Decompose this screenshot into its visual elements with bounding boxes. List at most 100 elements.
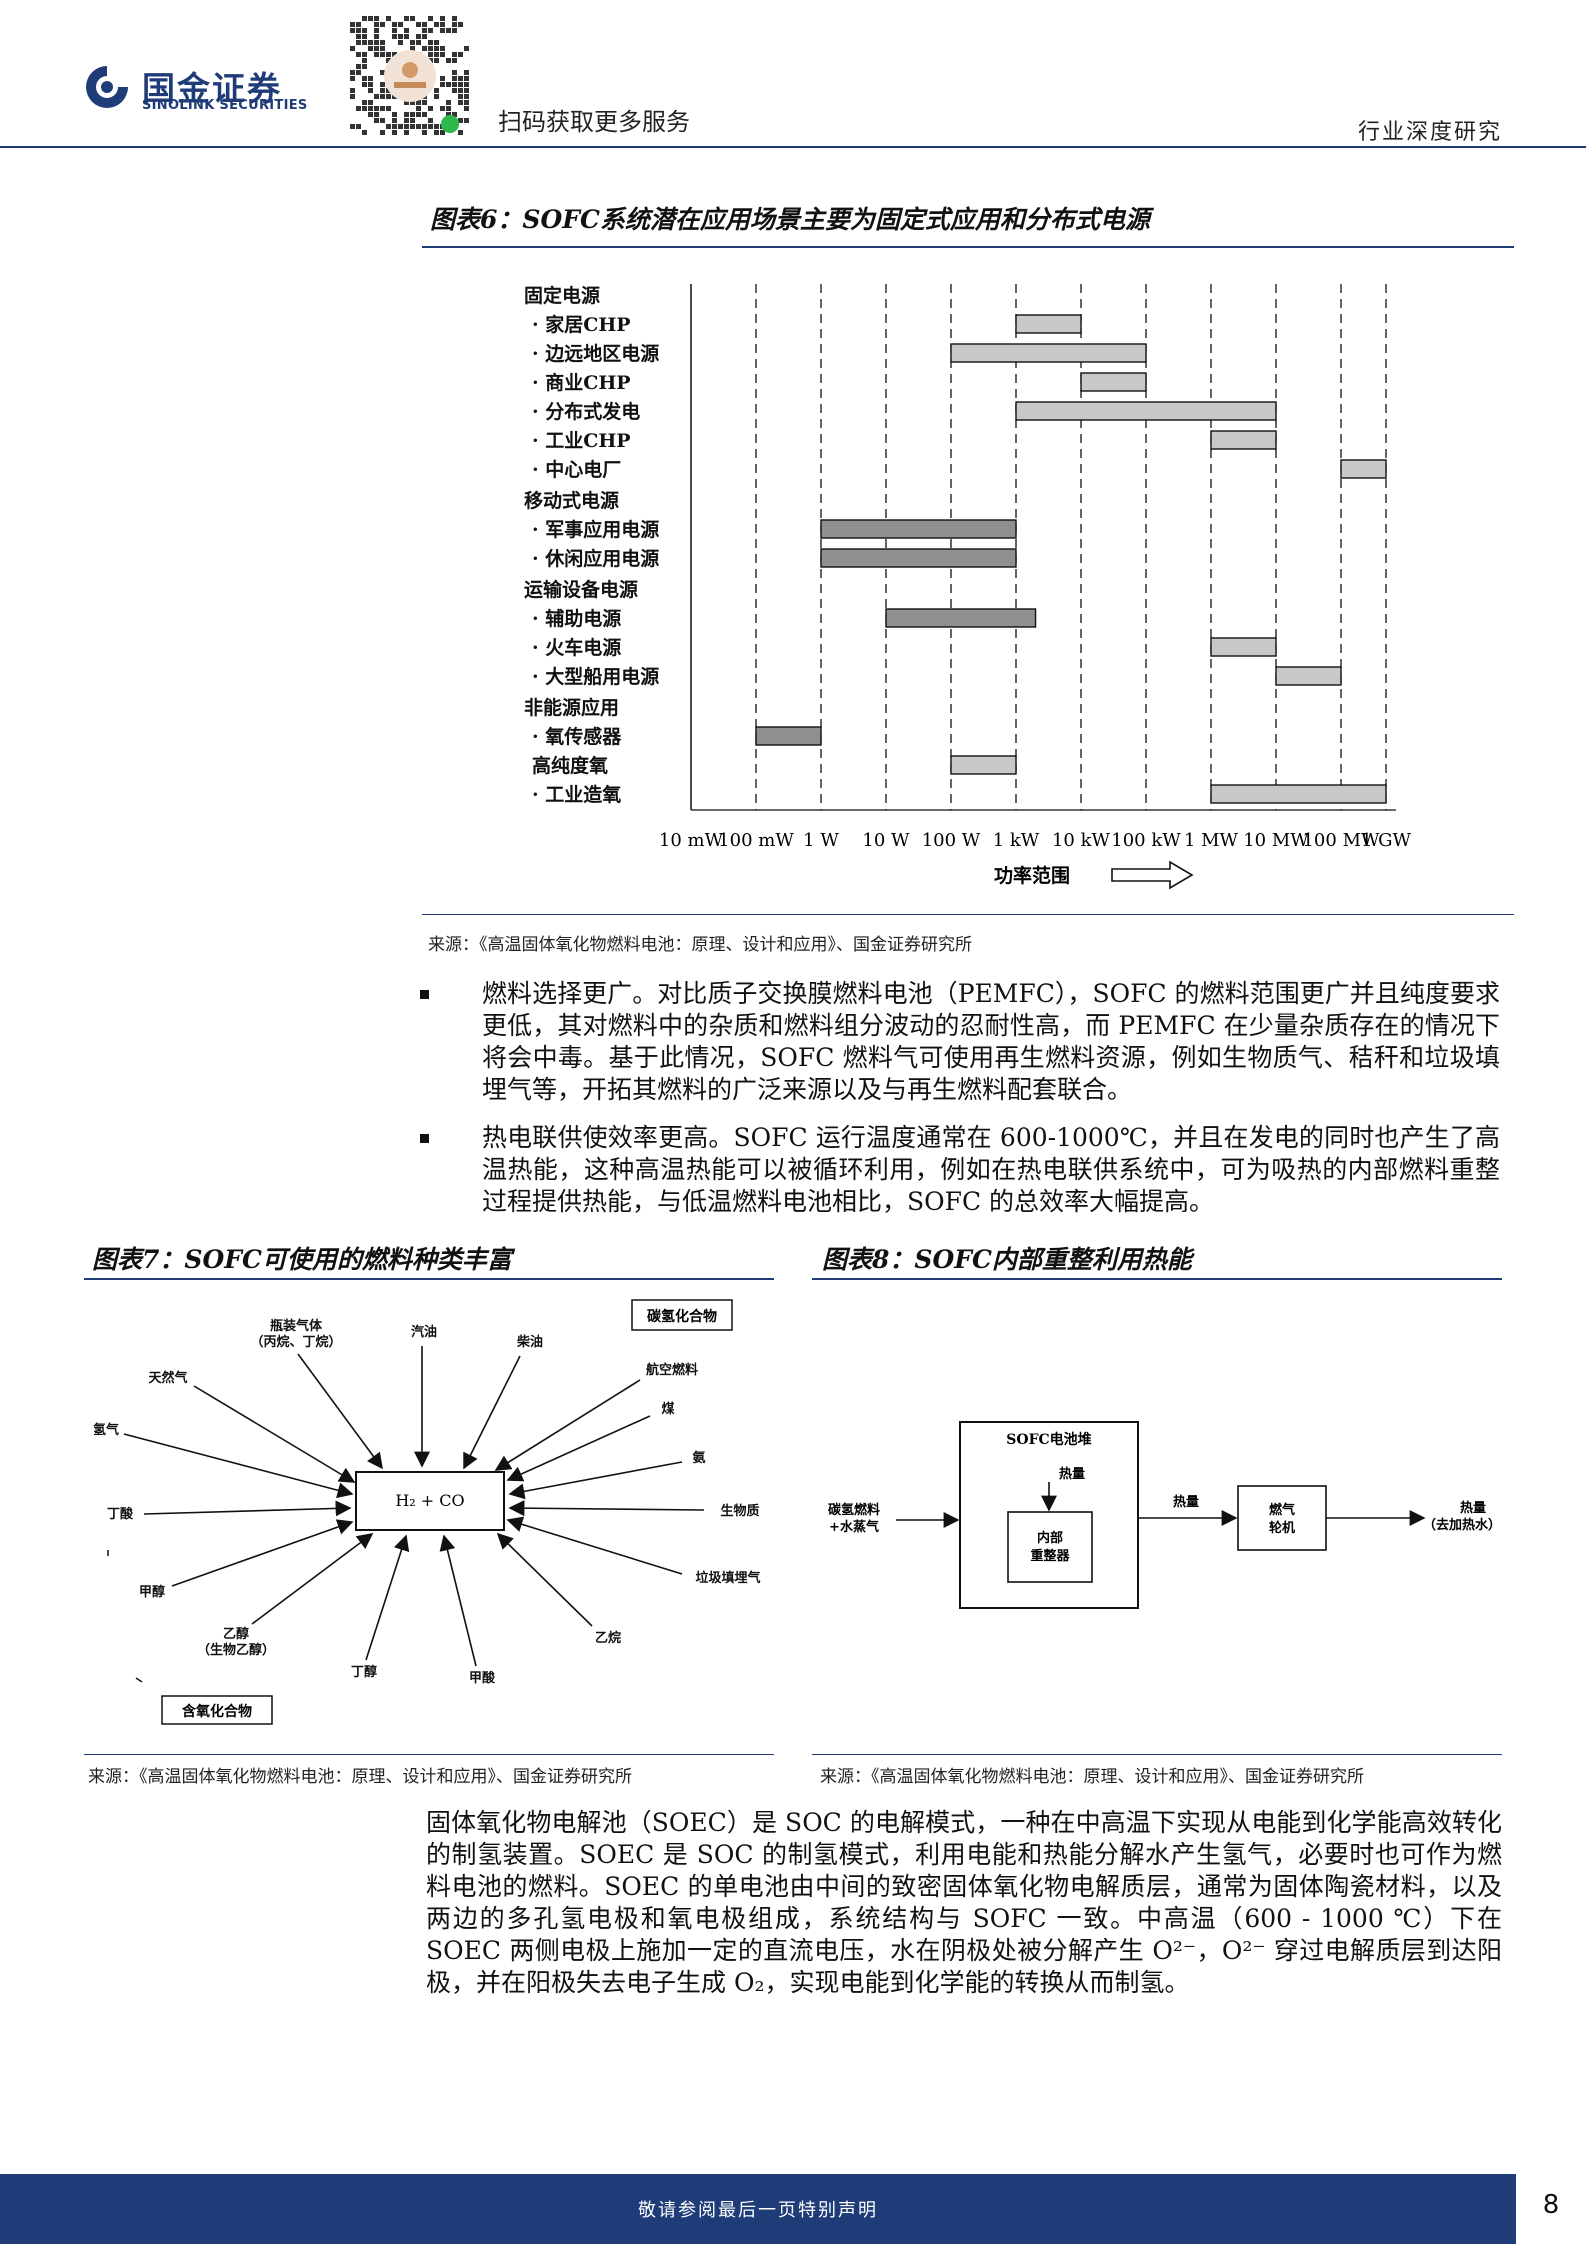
- qr-module: [404, 124, 409, 129]
- qr-module: [422, 46, 427, 51]
- qr-module: [404, 112, 409, 117]
- qr-module: [380, 46, 385, 51]
- figure7-top-rule: [84, 1278, 774, 1280]
- figure8-title: 图表8：SOFC内部重整利用热能: [822, 1245, 1192, 1274]
- figure7-arrows: [123, 1346, 705, 1667]
- bullet-marker: [420, 1134, 429, 1143]
- range-bar: [1210, 784, 1387, 804]
- qr-module: [434, 58, 439, 63]
- qr-module: [404, 16, 409, 21]
- qr-module: [386, 58, 391, 63]
- qr-module: [392, 34, 397, 39]
- group-label: 固定电源: [524, 285, 601, 307]
- x-tick-label: 100 mW: [718, 830, 794, 851]
- qr-module: [404, 130, 409, 135]
- qr-module: [464, 94, 469, 99]
- qr-module: [350, 28, 355, 33]
- qr-module: [446, 106, 451, 111]
- qr-module: [404, 118, 409, 123]
- qr-module: [458, 100, 463, 105]
- qr-module: [464, 76, 469, 81]
- qr-module: [428, 52, 433, 57]
- qr-module: [440, 76, 445, 81]
- qr-module: [362, 76, 367, 81]
- qr-module: [434, 124, 439, 129]
- qr-module: [356, 52, 361, 57]
- qr-module: [446, 100, 451, 105]
- qr-code-icon[interactable]: [346, 12, 474, 140]
- qr-module: [398, 22, 403, 27]
- qr-module: [362, 28, 367, 33]
- stack-label: SOFC电池堆: [1006, 1431, 1091, 1448]
- qr-module: [422, 100, 427, 105]
- qr-module: [410, 40, 415, 45]
- qr-module: [416, 22, 421, 27]
- qr-module: [434, 46, 439, 51]
- qr-module: [452, 52, 457, 57]
- qr-module: [398, 34, 403, 39]
- qr-module: [362, 52, 367, 57]
- figure6-source: 来源：《高温固体氧化物燃料电池：原理、设计和应用》、国金证券研究所: [428, 935, 972, 955]
- qr-module: [368, 112, 373, 117]
- qr-module: [464, 82, 469, 87]
- center-box: [355, 1471, 505, 1531]
- qr-module: [362, 40, 367, 45]
- body-paragraph: 固体氧化物电解池（SOEC）是 SOC 的电解模式，一种在中高温下实现从电能到化…: [426, 1808, 1502, 1997]
- row-label: · 大型船用电源: [532, 666, 660, 688]
- qr-module: [452, 16, 457, 21]
- qr-module: [446, 58, 451, 63]
- qr-module: [350, 76, 355, 81]
- qr-module: [452, 70, 457, 75]
- qr-module: [380, 22, 385, 27]
- qr-module: [428, 106, 433, 111]
- figure8-bottom-rule: [812, 1754, 1502, 1755]
- qr-module: [350, 88, 355, 93]
- qr-module: [434, 22, 439, 27]
- qr-module: [380, 52, 385, 57]
- row-label: · 中心电厂: [532, 459, 622, 481]
- qr-module: [392, 112, 397, 117]
- qr-module: [428, 118, 433, 123]
- qr-module: [440, 46, 445, 51]
- qr-module: [374, 112, 379, 117]
- qr-module: [386, 106, 391, 111]
- bullet-chp-efficiency: 热电联供使效率更高。SOFC 运行温度通常在 600-1000℃，并且在发电的同…: [420, 1122, 1500, 1218]
- x-tick-label: 10 MW: [1243, 830, 1309, 851]
- qr-module: [464, 46, 469, 51]
- qr-module: [380, 88, 385, 93]
- qr-module: [416, 112, 421, 117]
- range-bar: [1080, 372, 1147, 392]
- qr-module: [440, 130, 445, 135]
- qr-module: [452, 82, 457, 87]
- row-label: · 边远地区电源: [532, 343, 660, 365]
- qr-module: [464, 70, 469, 75]
- fuel-biomass: 生物质: [720, 1503, 759, 1519]
- figure6-chart: 固定电源· 家居CHP· 边远地区电源· 商业CHP· 分布式发电· 工业CHP…: [420, 272, 1430, 912]
- qr-module: [422, 28, 427, 33]
- qr-module: [356, 106, 361, 111]
- fuel-label-2: +水蒸气: [829, 1519, 879, 1535]
- x-tick-label: 10 kW: [1052, 830, 1111, 851]
- row-label: · 工业CHP: [532, 430, 631, 452]
- fuel-natural-gas: 天然气: [148, 1370, 187, 1386]
- qr-module: [434, 130, 439, 135]
- figure7-source: 来源：《高温固体氧化物燃料电池：原理、设计和应用》、国金证券研究所: [88, 1767, 632, 1787]
- qr-module: [386, 94, 391, 99]
- range-bar: [1210, 430, 1277, 450]
- qr-module: [374, 94, 379, 99]
- fuel-coal: 煤: [661, 1401, 674, 1417]
- qr-module: [452, 76, 457, 81]
- page-number: 8: [1542, 2190, 1560, 2220]
- qr-module: [362, 64, 367, 69]
- qr-module: [356, 22, 361, 27]
- qr-module: [368, 106, 373, 111]
- qr-module: [422, 34, 427, 39]
- figure6-bottom-rule: [422, 914, 1514, 915]
- qr-module: [362, 16, 367, 21]
- qr-module: [350, 22, 355, 27]
- bullet-fuel-selection: 燃料选择更广。对比质子交换膜燃料电池（PEMFC），SOFC 的燃料范围更广并且…: [420, 978, 1500, 1106]
- qr-module: [452, 112, 457, 117]
- footer-disclaimer[interactable]: 敬请参阅最后一页特别声明: [638, 2200, 878, 2221]
- qr-module: [458, 52, 463, 57]
- fuel-ethane: 乙烷: [595, 1630, 621, 1646]
